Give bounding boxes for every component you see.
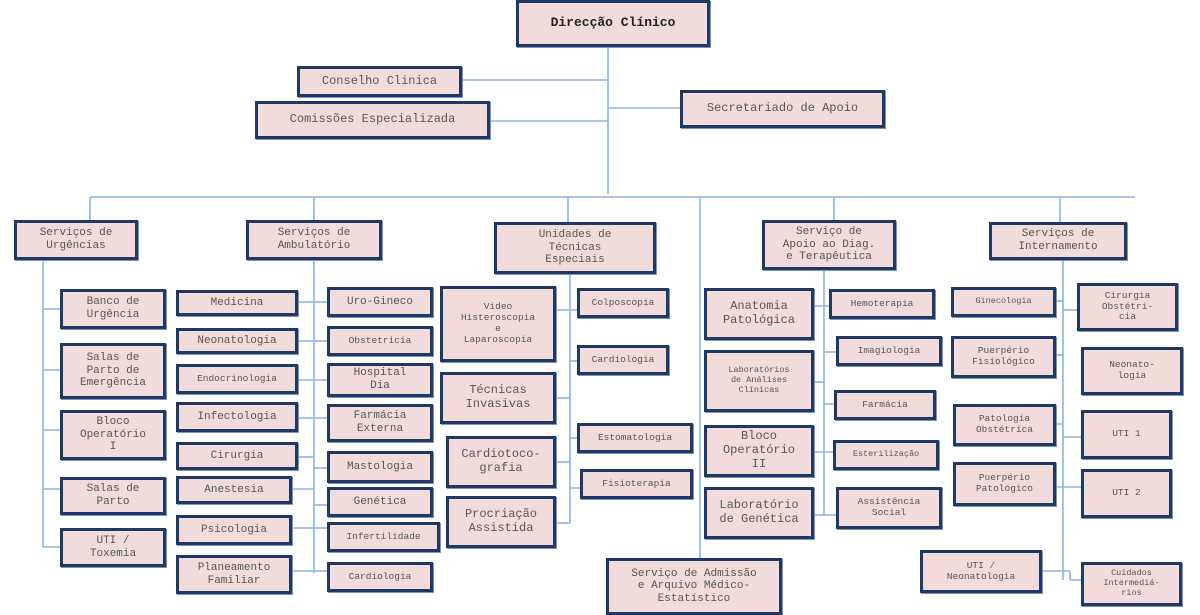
unit-uti-neonatologia: UTI / Neonatologia (920, 550, 1042, 593)
unit-hemoterapia: Hemoterapia (829, 289, 935, 319)
unit-procriacao-assistida: Procriação Assistida (446, 496, 556, 548)
unit-puerperio-fisiologico: Puerpério Fisiológico (951, 336, 1056, 378)
unit-medicina: Medicina (176, 290, 298, 316)
unit-uti-toxemia: UTI / Toxemia (60, 528, 166, 567)
dept-ambulatorio: Serviços de Ambulatório (246, 220, 382, 260)
unit-mastologia: Mastologia (327, 451, 433, 483)
unit-infectologia: Infectologia (176, 402, 298, 432)
unit-psicologia: Psicologia (176, 515, 292, 545)
unit-bloco-operatorio-ii: Bloco Operatório II (704, 425, 814, 477)
unit-cuidados-intermediarios: Cuidados Intermediá- rios (1081, 562, 1182, 606)
unit-laboratorio-genetica: Laboratório de Genética (704, 487, 814, 539)
unit-salas-parto: Salas de Parto (60, 477, 166, 515)
unit-genetica: Genética (327, 487, 433, 517)
dept-internamento: Serviços de Internamento (989, 222, 1127, 260)
unit-colposcopia: Colposcopia (577, 288, 669, 318)
unit-hospital-dia: Hospital Dia (327, 363, 433, 397)
unit-video-histeroscopia: Video Histeroscopia e Laparoscopia (440, 286, 556, 362)
unit-cirurgia-obstetricia: Cirurgia Obstétri- cia (1077, 283, 1178, 331)
unit-uti-2: UTI 2 (1081, 469, 1172, 518)
unit-anatomia-patologica: Anatomia Patológica (704, 288, 814, 340)
unit-estomatologia: Estomatologia (577, 423, 693, 453)
unit-cardiotocografia: Cardiotoco- grafia (446, 436, 556, 488)
unit-obstetricia: Obstetricia (327, 326, 433, 356)
secretariado-apoio-box: Secretariado de Apoio (680, 90, 885, 128)
unit-tecnicas-invasivas: Técnicas Invasivas (440, 372, 556, 424)
comissoes-especializada-box: Comissões Especializada (255, 101, 490, 139)
conselho-clinica-box: Conselho Clinica (297, 66, 462, 97)
unit-imagiologia: Imagiologia (836, 336, 942, 366)
direccao-clinico-box: Direcção Clínico (516, 0, 710, 47)
unit-puerperio-patologico: Puerpério Patológico (953, 462, 1056, 506)
dept-apoio-diagnostico: Serviço de Apoio ao Diag. e Terapêutica (762, 220, 896, 270)
unit-infertilidade: Infertilidade (327, 522, 440, 552)
unit-anestesia: Anestesia (176, 476, 292, 504)
unit-uti-1: UTI 1 (1081, 410, 1172, 459)
unit-planeamento-familiar: Planeamento Familiar (176, 555, 292, 594)
unit-patologia-obstetrica: Patologia Obstétrica (953, 404, 1056, 446)
unit-esterilizacao: Esterilização (833, 440, 939, 470)
unit-farmacia-externa: Farmácia Externa (327, 404, 433, 442)
unit-neonatologia: Neonatologia (176, 328, 298, 354)
unit-bloco-operatorio-i: Bloco Operatório I (60, 410, 166, 460)
unit-assistencia-social: Assistência Social (836, 487, 942, 529)
unit-farmacia: Farmácia (834, 390, 936, 420)
unit-ginecologia: Ginecologia (951, 287, 1056, 317)
unit-banco-urgencia: Banco de Urgência (60, 289, 166, 329)
unit-salas-parto-emergencia: Salas de Parto de Emergência (60, 343, 166, 399)
unit-endocrinologia: Endocrinologia (176, 364, 298, 394)
servico-admissao-arquivo: Serviço de Admissão e Arquivo Médico- Es… (606, 558, 782, 615)
unit-uro-gineco: Uro-Gineco (327, 287, 433, 317)
dept-urgencias: Serviços de Urgências (14, 220, 138, 260)
unit-neonatologia-int: Neonato- logia (1081, 347, 1183, 395)
unit-cirurgia: Cirurgia (176, 442, 298, 470)
unit-cardiologia-amb: Cardiologia (327, 562, 433, 592)
unit-fisioterapia: Fisioterapia (580, 469, 693, 499)
unit-laboratorios-analises: Laboratórios de Análises Clínicas (704, 350, 814, 412)
dept-tecnicas-especiais: Unidades de Técnicas Especiais (494, 222, 656, 274)
unit-cardiologia-tec: Cardiologia (577, 345, 669, 375)
